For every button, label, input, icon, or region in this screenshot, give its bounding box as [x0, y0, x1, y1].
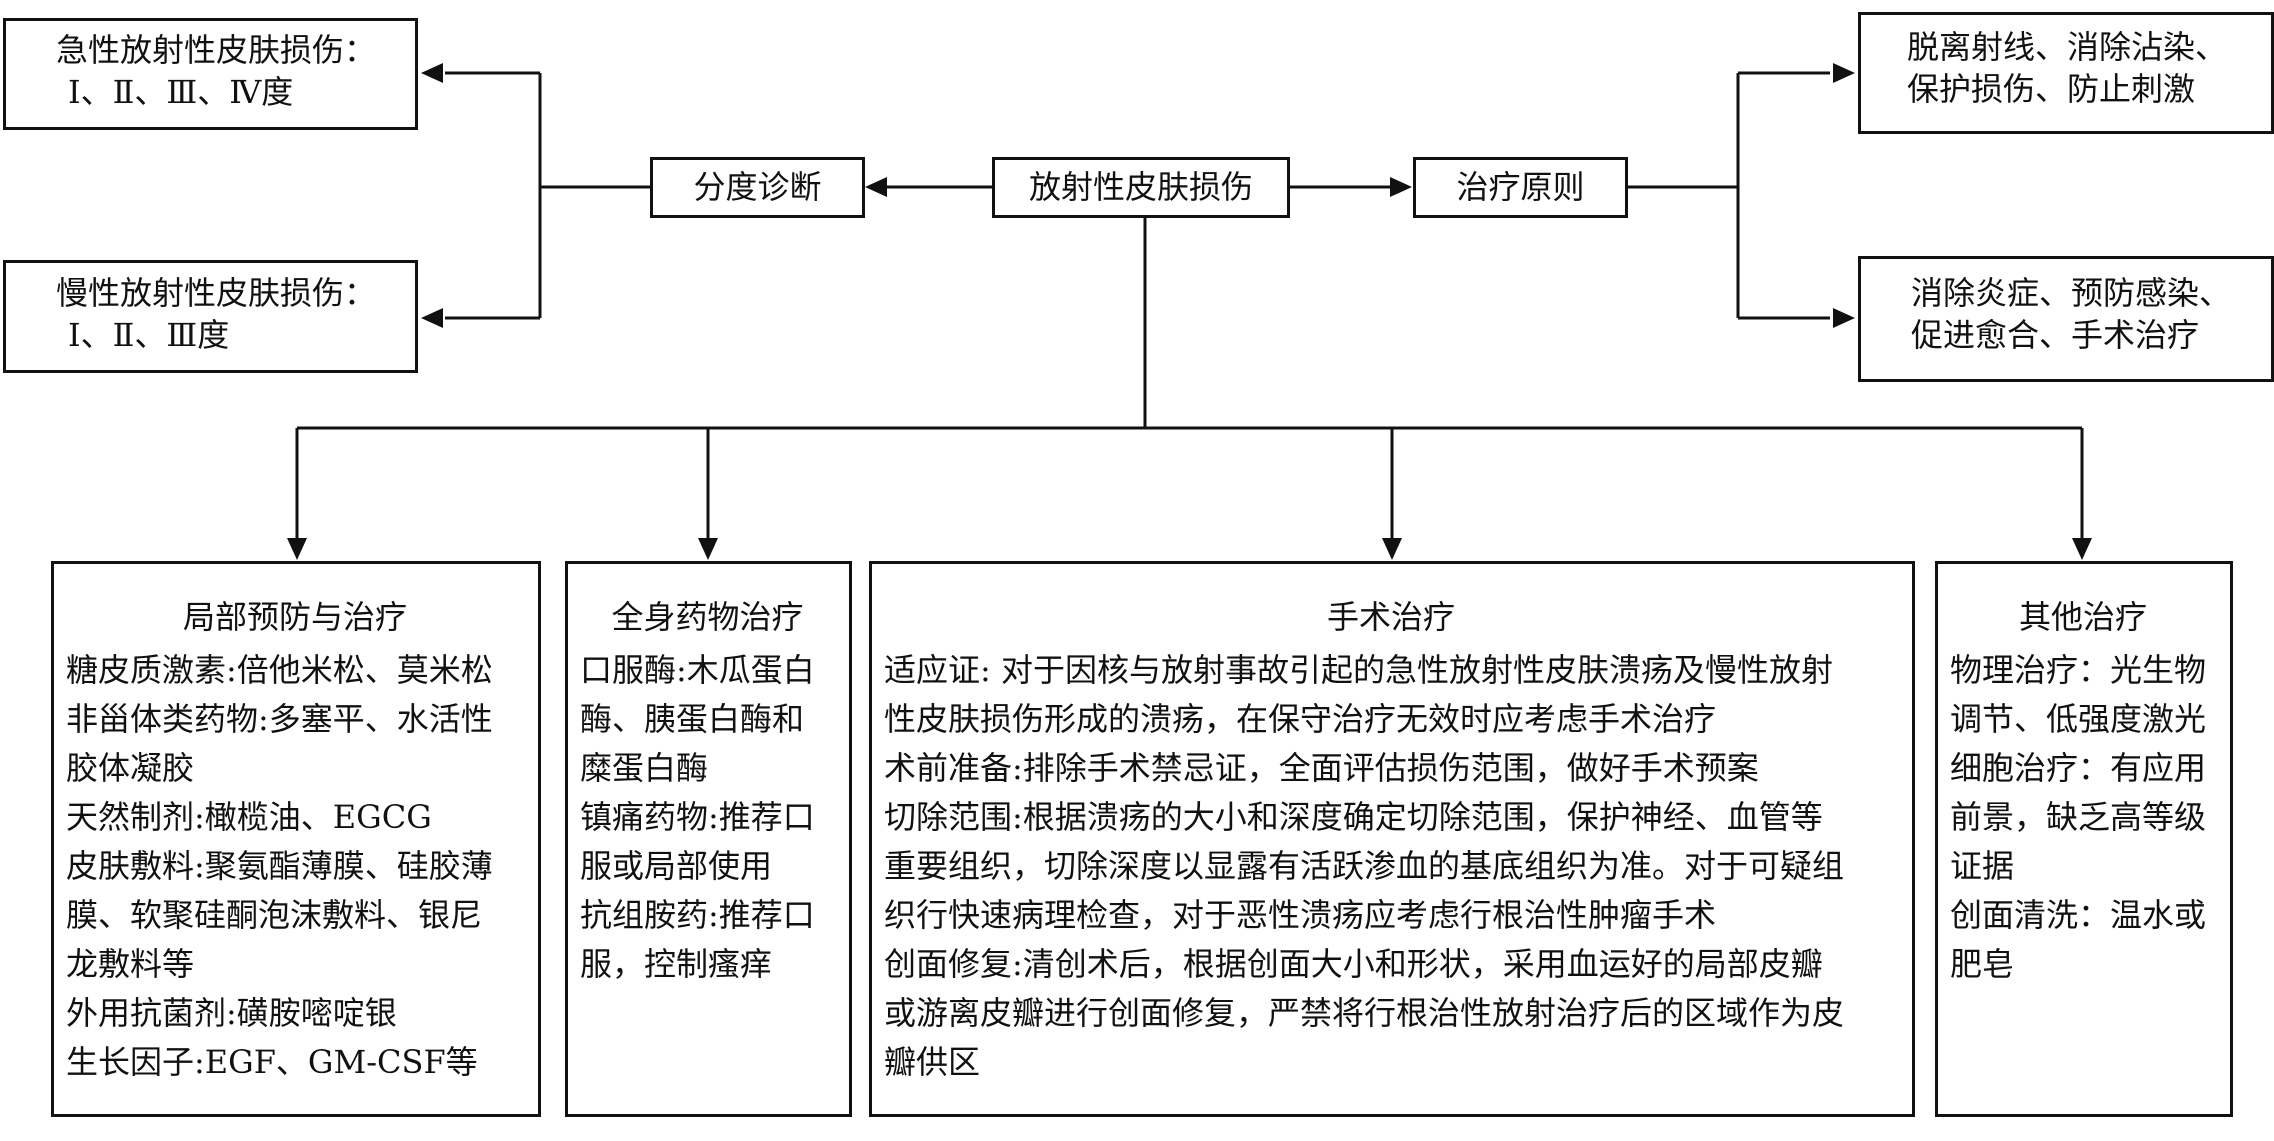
- systemic-treatment-line: 抗组胺药:推荐口: [580, 896, 815, 934]
- principle-a-line-1: 脱离射线、消除沾染、: [1907, 28, 2228, 66]
- surgical-treatment-line: 织行快速病理检查，对于恶性溃疡应考虑行根治性肿瘤手术: [884, 896, 1717, 934]
- systemic-treatment-title: 全身药物治疗: [611, 598, 804, 636]
- local-treatment-line: 天然制剂:橄榄油、EGCG: [66, 798, 432, 836]
- surgical-treatment-line: 术前准备:排除手术禁忌证，全面评估损伤范围，做好手术预案: [884, 749, 1759, 787]
- systemic-treatment-line: 服或局部使用: [580, 847, 773, 885]
- local-treatment-title: 局部预防与治疗: [182, 598, 407, 636]
- chronic-injury-line-1: 慢性放射性皮肤损伤：: [56, 274, 377, 312]
- acute-injury-node: 急性放射性皮肤损伤： Ⅰ、Ⅱ、Ⅲ、Ⅳ度: [3, 18, 418, 130]
- principle-a-line-2: 保护损伤、防止刺激: [1907, 69, 2196, 108]
- other-treatment-panel: 其他治疗 物理治疗：光生物 调节、低强度激光 细胞治疗：有应用 前景，缺乏高等级…: [1935, 561, 2233, 1117]
- acute-injury-line-2: Ⅰ、Ⅱ、Ⅲ、Ⅳ度: [68, 72, 294, 111]
- local-treatment-panel: 局部预防与治疗 糖皮质激素:倍他米松、莫米松 非甾体类药物:多塞平、水活性 胶体…: [51, 561, 541, 1117]
- systemic-treatment-line: 酶、胰蛋白酶和: [580, 700, 805, 738]
- acute-injury-line-1: 急性放射性皮肤损伤：: [56, 31, 377, 69]
- surgical-treatment-line: 性皮肤损伤形成的溃疡，在保守治疗无效时应考虑手术治疗: [884, 700, 1717, 738]
- surgical-treatment-line: 切除范围:根据溃疡的大小和深度确定切除范围，保护神经、血管等: [884, 798, 1823, 836]
- surgical-treatment-line: 创面修复:清创术后，根据创面大小和形状，采用血运好的局部皮瓣: [884, 945, 1823, 983]
- local-treatment-line: 龙敷料等: [66, 945, 195, 983]
- principle-b-line-2: 促进愈合、手术治疗: [1911, 315, 2200, 354]
- root-node: 放射性皮肤损伤: [992, 157, 1290, 218]
- local-treatment-line: 膜、软聚硅酮泡沫敷料、银尼: [66, 896, 483, 934]
- other-treatment-line: 创面清洗：温水或: [1950, 896, 2207, 934]
- chronic-injury-node: 慢性放射性皮肤损伤： Ⅰ、Ⅱ、Ⅲ度: [3, 260, 418, 373]
- systemic-treatment-line: 镇痛药物:推荐口: [580, 798, 815, 836]
- diagnosis-label: 分度诊断: [693, 167, 822, 206]
- other-treatment-line: 物理治疗：光生物: [1950, 651, 2207, 689]
- surgical-treatment-line: 瓣供区: [884, 1043, 981, 1081]
- diagnosis-node: 分度诊断: [650, 157, 865, 218]
- principle-a-node: 脱离射线、消除沾染、 保护损伤、防止刺激: [1858, 12, 2274, 134]
- surgical-treatment-line: 重要组织，切除深度以显露有活跃渗血的基底组织为准。对于可疑组: [884, 847, 1845, 885]
- local-treatment-line: 皮肤敷料:聚氨酯薄膜、硅胶薄: [66, 847, 493, 885]
- principle-label: 治疗原则: [1456, 167, 1585, 206]
- systemic-treatment-line: 口服酶:木瓜蛋白: [580, 651, 815, 689]
- surgical-treatment-line: 或游离皮瓣进行创面修复，严禁将行根治性放射治疗后的区域作为皮: [884, 994, 1845, 1032]
- systemic-treatment-line: 糜蛋白酶: [580, 749, 709, 787]
- other-treatment-line: 肥皂: [1950, 945, 2015, 983]
- surgical-treatment-line: 适应证: 对于因核与放射事故引起的急性放射性皮肤溃疡及慢性放射: [884, 651, 1833, 689]
- other-treatment-line: 调节、低强度激光: [1950, 700, 2207, 738]
- surgical-treatment-panel: 手术治疗 适应证: 对于因核与放射事故引起的急性放射性皮肤溃疡及慢性放射 性皮肤…: [869, 561, 1915, 1117]
- local-treatment-line: 糖皮质激素:倍他米松、莫米松: [66, 651, 493, 689]
- other-treatment-line: 证据: [1950, 847, 2015, 885]
- other-treatment-title: 其他治疗: [2018, 598, 2147, 636]
- other-treatment-line: 细胞治疗：有应用: [1950, 749, 2207, 787]
- principle-b-line-1: 消除炎症、预防感染、: [1911, 274, 2232, 312]
- local-treatment-line: 生长因子:EGF、GM-CSF等: [66, 1043, 478, 1081]
- chronic-injury-line-2: Ⅰ、Ⅱ、Ⅲ度: [68, 315, 230, 354]
- local-treatment-line: 外用抗菌剂:磺胺嘧啶银: [66, 994, 397, 1032]
- other-treatment-line: 前景，缺乏高等级: [1950, 798, 2207, 836]
- local-treatment-line: 非甾体类药物:多塞平、水活性: [66, 700, 493, 738]
- surgical-treatment-title: 手术治疗: [1326, 598, 1455, 636]
- systemic-treatment-line: 服，控制瘙痒: [580, 945, 773, 983]
- principle-node: 治疗原则: [1413, 157, 1628, 218]
- root-label: 放射性皮肤损伤: [1028, 167, 1253, 206]
- systemic-treatment-panel: 全身药物治疗 口服酶:木瓜蛋白 酶、胰蛋白酶和 糜蛋白酶 镇痛药物:推荐口 服或…: [565, 561, 852, 1117]
- local-treatment-line: 胶体凝胶: [66, 749, 195, 787]
- principle-b-node: 消除炎症、预防感染、 促进愈合、手术治疗: [1858, 256, 2274, 382]
